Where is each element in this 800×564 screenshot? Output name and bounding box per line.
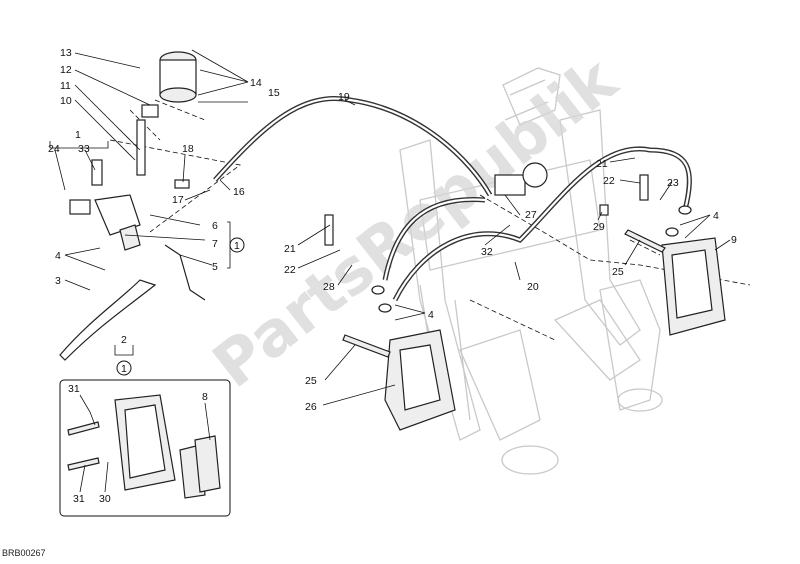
callout-21-right: 21: [596, 158, 608, 170]
callout-25-left: 25: [305, 375, 317, 387]
callout-10: 10: [60, 95, 72, 107]
reference-markers: 1 1: [116, 221, 245, 376]
callout-12: 12: [60, 64, 72, 76]
callout-18: 18: [182, 143, 194, 155]
callout-19: 19: [338, 91, 350, 103]
callout-29: 29: [593, 221, 605, 233]
callout-22-left: 22: [284, 264, 296, 276]
callout-25-right: 25: [612, 266, 624, 278]
callout-5: 5: [212, 261, 218, 273]
callout-labels: 13 12 11 10 14 15 1 24 33 18 17 16 6 7 5…: [48, 47, 737, 505]
callout-26: 26: [305, 401, 317, 413]
callout-23: 23: [667, 177, 679, 189]
callout-17: 17: [172, 194, 184, 206]
callout-4-right: 4: [713, 210, 719, 222]
callout-7: 7: [212, 238, 218, 250]
callout-28: 28: [323, 281, 335, 293]
callout-4-left: 4: [55, 250, 61, 262]
callout-14: 14: [250, 77, 262, 89]
callout-31-bottom: 31: [73, 493, 85, 505]
leader-lines: [49, 49, 731, 493]
circle-marker-bottom-label: 1: [121, 363, 127, 375]
inset-frame: [59, 379, 231, 517]
brake-hoses: [213, 96, 692, 302]
callout-13: 13: [60, 47, 72, 59]
master-cylinder-assembly: [59, 51, 206, 361]
callout-9: 9: [731, 234, 737, 246]
callout-27: 27: [525, 209, 537, 221]
callout-21-left: 21: [284, 243, 296, 255]
callout-3: 3: [55, 275, 61, 287]
circle-marker-bottom: [116, 360, 132, 376]
callout-33: 33: [78, 143, 90, 155]
callout-32: 32: [481, 246, 493, 258]
callout-20: 20: [527, 281, 539, 293]
circle-marker-right-label: 1: [234, 240, 240, 252]
brake-pads: [179, 435, 221, 499]
document-code: BRB00267: [2, 548, 46, 558]
brake-calipers: [114, 237, 726, 491]
assembly-lines: [109, 99, 751, 341]
callout-24: 24: [48, 143, 60, 155]
callout-30: 30: [99, 493, 111, 505]
callout-4-center: 4: [428, 309, 434, 321]
callout-1: 1: [75, 129, 81, 141]
bolts-and-fittings: [67, 162, 692, 471]
callout-8: 8: [202, 391, 208, 403]
callout-22-right: 22: [603, 175, 615, 187]
callout-11: 11: [60, 80, 71, 92]
callout-16: 16: [233, 186, 245, 198]
callout-15: 15: [268, 87, 280, 99]
callout-2: 2: [121, 334, 127, 346]
callout-6: 6: [212, 220, 218, 232]
callout-31-top: 31: [68, 383, 80, 395]
